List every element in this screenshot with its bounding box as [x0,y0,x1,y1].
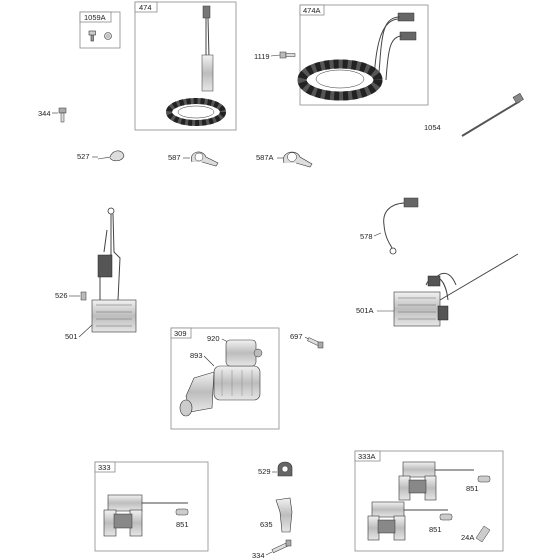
cable-tie-1054-part [461,93,524,137]
grommet-529-part [277,461,293,477]
stator-474A-part [297,12,417,101]
callout-1119: 1119 [254,52,270,61]
group-box [134,1,237,131]
clamp-587A-part [283,151,313,168]
group-333: 333 851 [94,461,209,552]
callout-334: 334 [252,551,265,560]
group-474: 474 [134,1,237,131]
callout-851: 851 [176,520,189,529]
ignition-coil-333-part [103,494,188,537]
group-box [354,450,504,552]
group-tab [170,327,192,339]
callout-1054: 1054 [424,123,441,132]
callout-920: 920 [207,334,220,343]
callout-587A: 587A [256,153,274,162]
callout-333: 333 [98,463,111,472]
group-box [170,327,280,430]
group-309: 309 920 893 [170,327,280,430]
group-tab [79,11,112,23]
regulator-501A-part [393,253,519,327]
callout-851-upper: 851 [466,484,479,493]
screw-526-part [80,291,87,301]
clip-24A-part [475,525,491,543]
bolt-697-part [307,337,324,349]
callout-474: 474 [139,3,152,12]
callout-309: 309 [174,329,187,338]
callout-635: 635 [260,520,273,529]
callout-344: 344 [38,109,51,118]
regulator-501-part [91,207,137,333]
group-box [299,4,429,106]
callout-501: 501 [65,332,78,341]
group-tab [134,1,158,13]
group-tab [94,461,116,473]
bolt-1119-part [279,51,296,59]
group-474A: 474A [297,4,429,106]
callout-474A: 474A [303,6,321,15]
group-tab [354,450,381,462]
callout-1059A: 1059A [84,13,106,22]
callout-333A: 333A [358,452,376,461]
group-box [94,461,209,552]
clamp-527-part [97,150,125,162]
boot-635-part [275,497,293,533]
screw-344-part [58,107,67,123]
harness-578-part [383,197,419,255]
callout-529: 529 [258,467,271,476]
callout-893: 893 [190,351,203,360]
group-333A: 333A 851 851 24A [354,450,504,552]
callout-587: 587 [168,153,181,162]
callout-501A: 501A [356,306,374,315]
group-1059A: 1059A [79,11,121,49]
callout-24A: 24A [461,533,474,542]
stator-474-part [166,5,226,126]
callout-851-lower: 851 [429,525,442,534]
ignition-coil-lower-part [367,501,453,541]
screw-and-washer-part [88,30,112,42]
callout-578: 578 [360,232,373,241]
starter-motor-part [179,339,263,417]
screw-334-part [271,539,292,554]
spark-plug-cap-851-part [175,508,189,516]
group-tab [299,4,325,16]
callout-527: 527 [77,152,90,161]
callout-697: 697 [290,332,303,341]
clamp-587-part [190,151,219,167]
ignition-coil-upper-part [398,461,491,501]
callout-526: 526 [55,291,68,300]
